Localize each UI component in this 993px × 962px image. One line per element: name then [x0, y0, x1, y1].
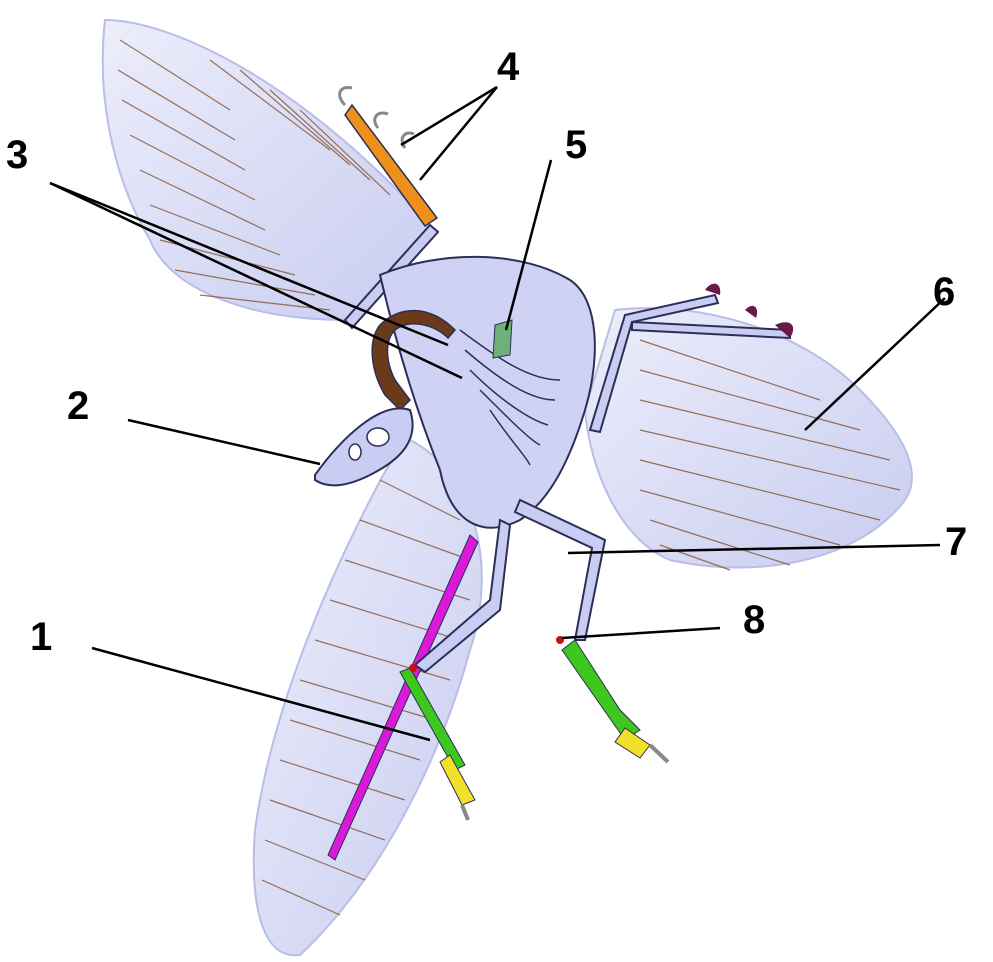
right-tarsometatarsus [562, 640, 640, 740]
label-6: 6 [933, 272, 955, 312]
tail-feathers [254, 440, 482, 955]
right-wing [585, 284, 912, 570]
label-2: 2 [67, 386, 89, 426]
furcula [493, 320, 512, 358]
label-5: 5 [565, 125, 587, 165]
label-7: 7 [945, 522, 967, 562]
label-8: 8 [743, 600, 765, 640]
label-4: 4 [497, 47, 519, 87]
label-1: 1 [30, 617, 52, 657]
label-3: 3 [6, 135, 28, 175]
